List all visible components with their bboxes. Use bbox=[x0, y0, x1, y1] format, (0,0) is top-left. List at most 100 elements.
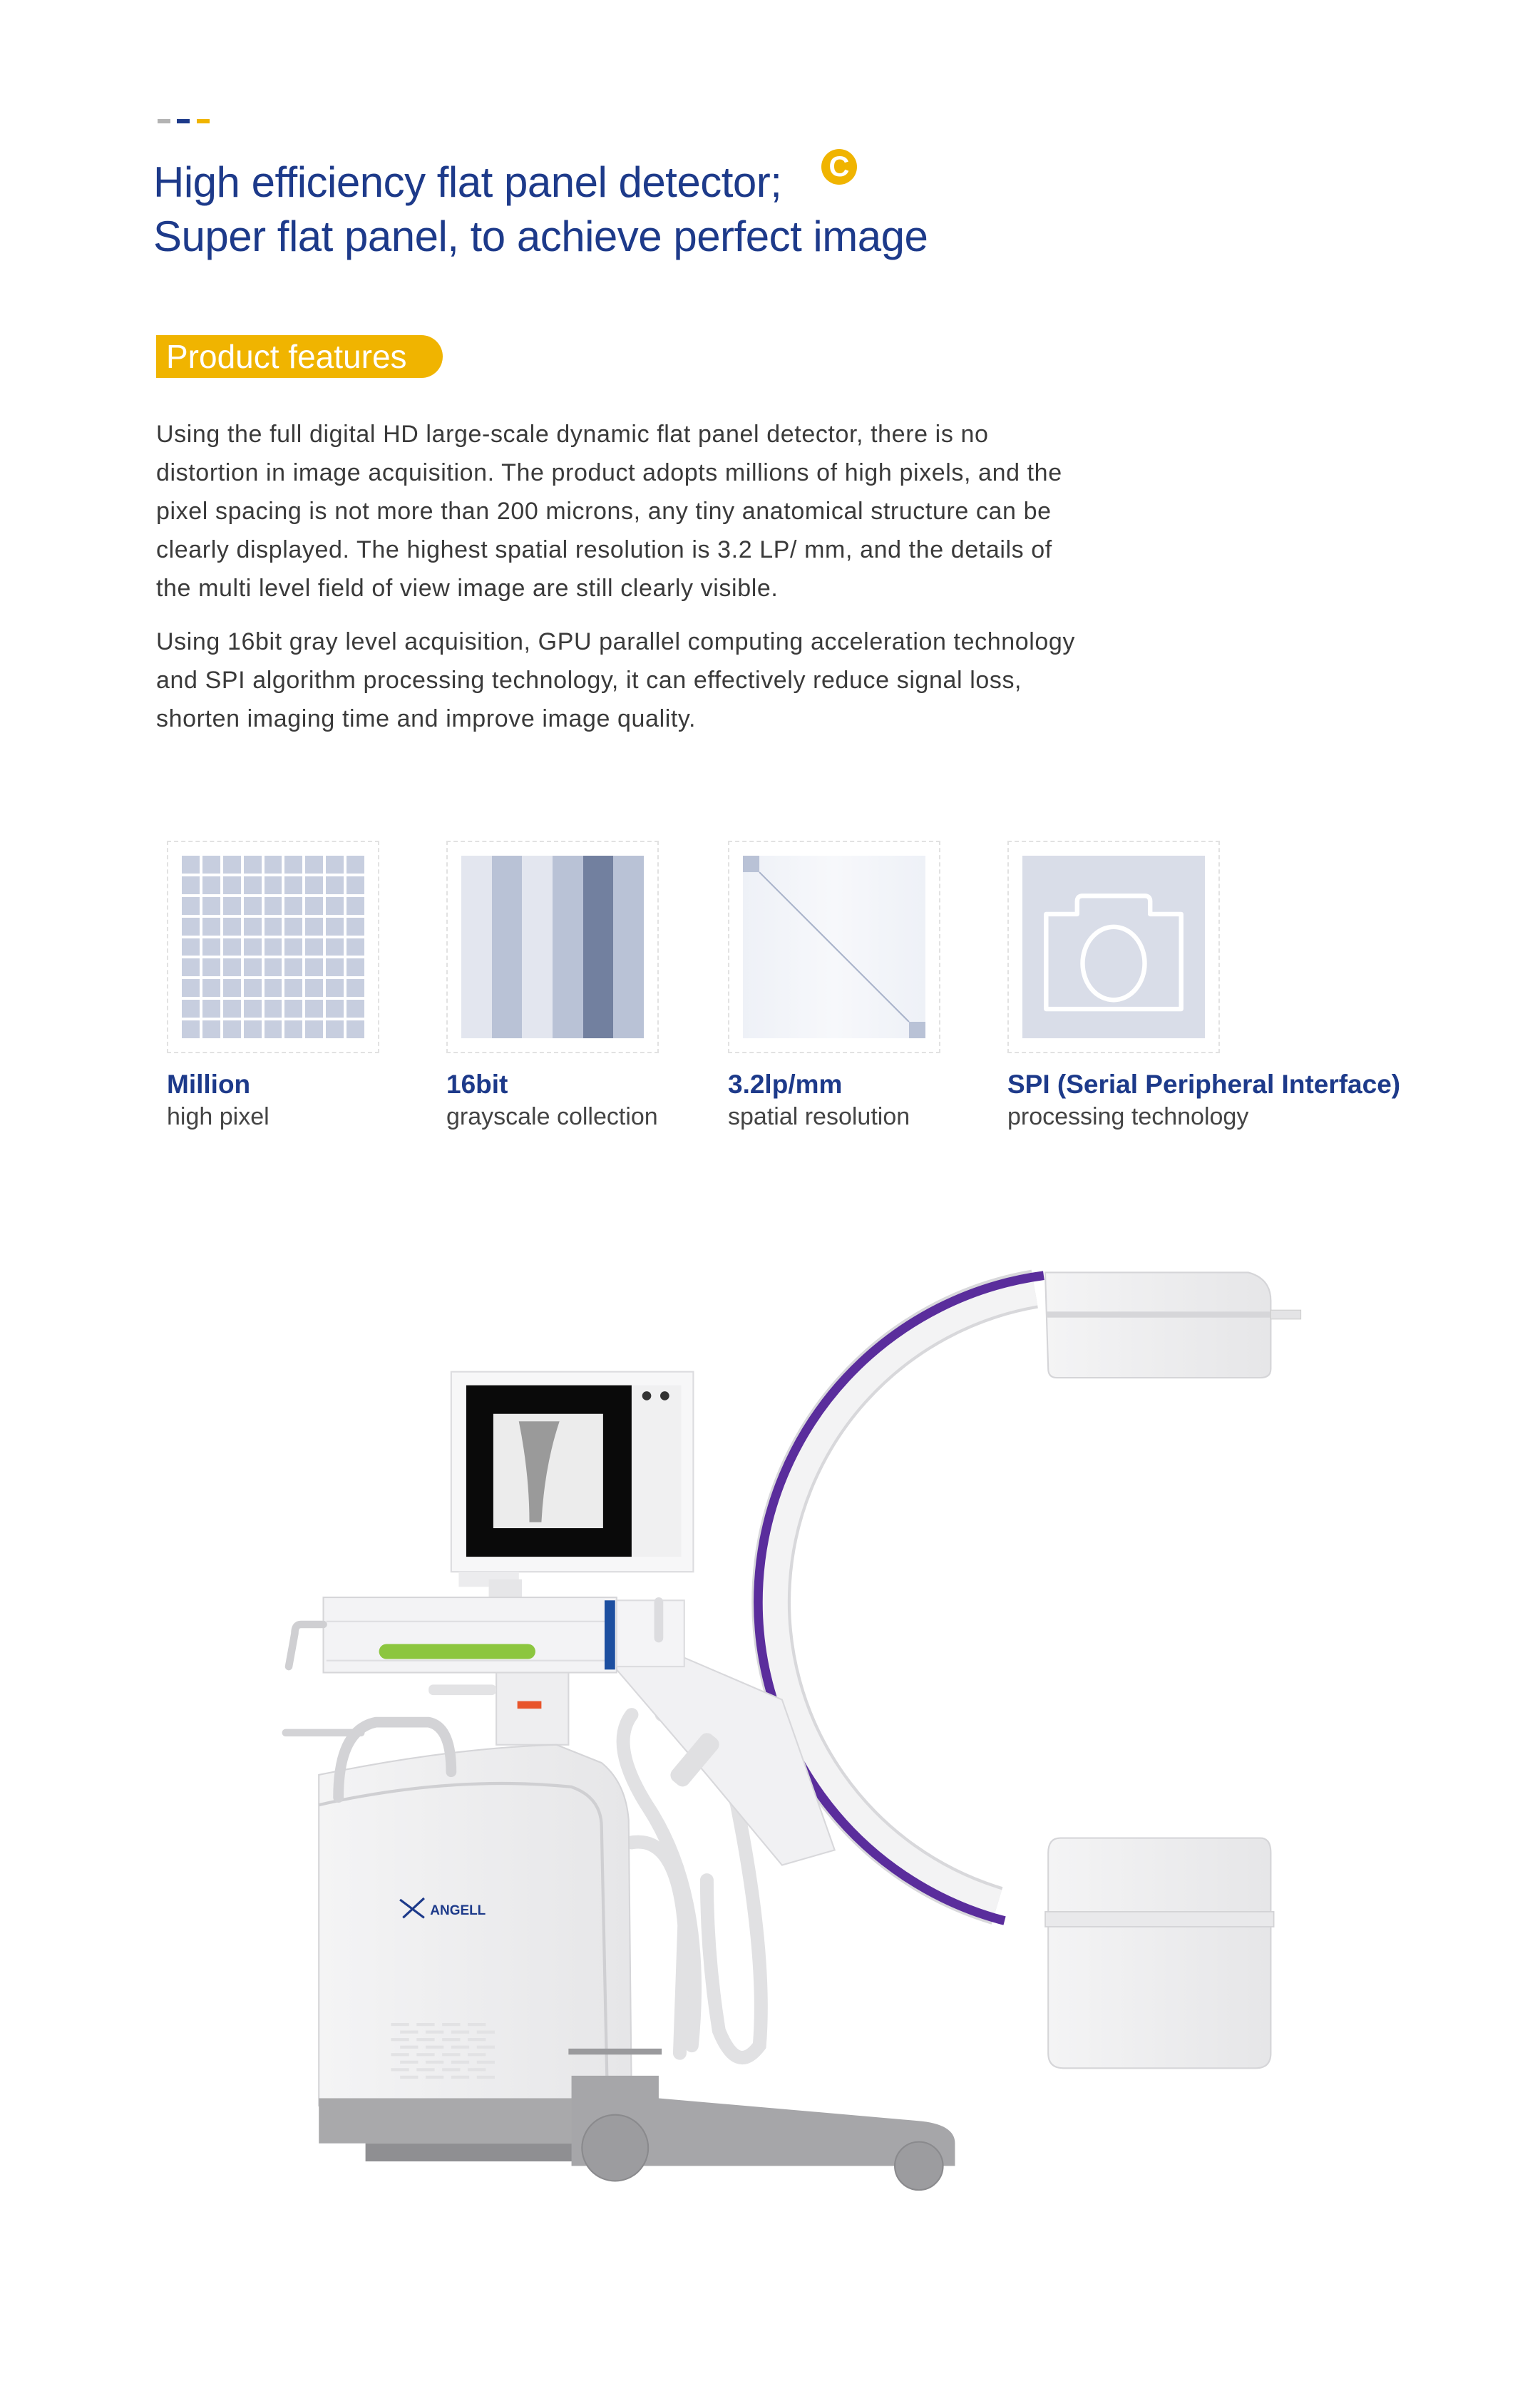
pixel-cell bbox=[264, 958, 282, 977]
wheel-base bbox=[568, 2048, 955, 2191]
pixel-cell bbox=[222, 938, 241, 956]
c-arc bbox=[751, 1269, 1044, 1925]
paragraph-line: pixel spacing is not more than 200 micro… bbox=[156, 498, 1052, 525]
pixel-cell bbox=[202, 896, 220, 915]
pixel-cell bbox=[284, 917, 303, 936]
pixel-cell bbox=[182, 1020, 200, 1038]
pixel-cell bbox=[243, 896, 262, 915]
vent-slot bbox=[416, 2053, 435, 2057]
vent-slot bbox=[400, 2075, 419, 2079]
pixel-cell bbox=[346, 979, 364, 998]
pixel-cell bbox=[222, 876, 241, 894]
pixel-cell bbox=[202, 958, 220, 977]
accent-dash-yellow bbox=[197, 119, 210, 123]
pixel-cell bbox=[284, 1000, 303, 1018]
accent-dash-gray bbox=[158, 119, 170, 123]
vent-slot bbox=[425, 2060, 444, 2064]
diagonal-line-icon bbox=[743, 856, 925, 1038]
pixel-cell bbox=[284, 876, 303, 894]
brand-logo: ANGELL bbox=[399, 1897, 486, 1919]
paragraph-line: the multi level field of view image are … bbox=[156, 575, 779, 602]
monitor bbox=[450, 1371, 694, 1598]
vent-slot bbox=[476, 2060, 496, 2064]
pixel-cell bbox=[305, 958, 324, 977]
pixel-cell bbox=[243, 856, 262, 874]
grayscale-stripes-icon bbox=[461, 856, 644, 1038]
pixel-cell bbox=[182, 896, 200, 915]
pixel-cell bbox=[222, 1000, 241, 1018]
pixel-cell bbox=[264, 1000, 282, 1018]
pixel-cell bbox=[202, 1020, 220, 1038]
brand-logo-text: ANGELL bbox=[430, 1903, 486, 1918]
vent-slot bbox=[451, 2060, 470, 2064]
paragraph-line: clearly displayed. The highest spatial r… bbox=[156, 536, 1052, 563]
feature-title: Million bbox=[167, 1070, 251, 1099]
pixel-cell bbox=[182, 938, 200, 956]
vent-slot bbox=[400, 2060, 419, 2064]
feature-subtitle: processing technology bbox=[1007, 1103, 1249, 1130]
camera-icon bbox=[1022, 856, 1205, 1038]
pixel-cell bbox=[182, 979, 200, 998]
pixel-cell bbox=[264, 1020, 282, 1038]
pixel-cell bbox=[264, 917, 282, 936]
feature-icon-frame bbox=[167, 841, 379, 1053]
paragraph-line: shorten imaging time and improve image q… bbox=[156, 705, 697, 732]
product-features-badge: Product features bbox=[156, 335, 443, 378]
pixel-cell bbox=[346, 1000, 364, 1018]
title-line-1: High efficiency flat panel detector; bbox=[153, 158, 782, 206]
pixel-cell bbox=[202, 979, 220, 998]
title-line-2: Super flat panel, to achieve perfect ima… bbox=[153, 213, 928, 260]
vent-slot bbox=[416, 2022, 435, 2027]
feature-title: 3.2lp/mm bbox=[728, 1070, 843, 1099]
monitor-control-panel bbox=[631, 1385, 682, 1557]
accent-dash-blue bbox=[177, 119, 190, 123]
pixel-cell bbox=[305, 979, 324, 998]
pixel-cell bbox=[243, 917, 262, 936]
pixel-cell bbox=[222, 1020, 241, 1038]
pixel-cell bbox=[264, 979, 282, 998]
pixel-cell bbox=[222, 896, 241, 915]
vent-slot bbox=[476, 2075, 496, 2079]
pixel-cell bbox=[305, 856, 324, 874]
pixel-cell bbox=[264, 938, 282, 956]
pixel-cell bbox=[346, 856, 364, 874]
vent-slot bbox=[468, 2022, 486, 2027]
pixel-cell bbox=[326, 1020, 344, 1038]
feature-subtitle: grayscale collection bbox=[446, 1103, 658, 1130]
vent-slot bbox=[468, 2038, 486, 2042]
vent-slot bbox=[476, 2045, 496, 2049]
vent-slot bbox=[442, 2022, 461, 2027]
vent-slot bbox=[425, 2075, 444, 2079]
pixel-cell bbox=[182, 876, 200, 894]
vent-slot bbox=[400, 2030, 419, 2034]
paragraph-line: distortion in image acquisition. The pro… bbox=[156, 459, 1062, 486]
pixel-cell bbox=[346, 1020, 364, 1038]
push-handle bbox=[333, 1716, 457, 1803]
pixel-cell bbox=[264, 896, 282, 915]
pixel-cell bbox=[284, 938, 303, 956]
vent-slot bbox=[391, 2068, 409, 2072]
pixel-cell bbox=[346, 938, 364, 956]
position-indicator bbox=[379, 1644, 535, 1659]
pixel-cell bbox=[243, 1020, 262, 1038]
pixel-cell bbox=[202, 938, 220, 956]
pixel-cell bbox=[305, 1000, 324, 1018]
pixel-cell bbox=[243, 979, 262, 998]
vent-slot bbox=[468, 2068, 486, 2072]
pixel-cell bbox=[284, 958, 303, 977]
pixel-cell bbox=[202, 917, 220, 936]
vent-slot bbox=[416, 2068, 435, 2072]
arc-scale-band bbox=[754, 1271, 1044, 1925]
pixel-cell bbox=[264, 876, 282, 894]
pixel-cell bbox=[326, 917, 344, 936]
pixel-cell bbox=[243, 876, 262, 894]
pixel-grid-icon bbox=[182, 856, 364, 1038]
pixel-cell bbox=[222, 917, 241, 936]
horizontal-arm bbox=[284, 1597, 685, 1674]
feature-16bit-grayscale: 16bit grayscale collection bbox=[446, 841, 659, 1133]
pixel-cell bbox=[284, 979, 303, 998]
feature-title: 16bit bbox=[446, 1070, 508, 1099]
pixel-cell bbox=[305, 938, 324, 956]
pixel-cell bbox=[326, 856, 344, 874]
